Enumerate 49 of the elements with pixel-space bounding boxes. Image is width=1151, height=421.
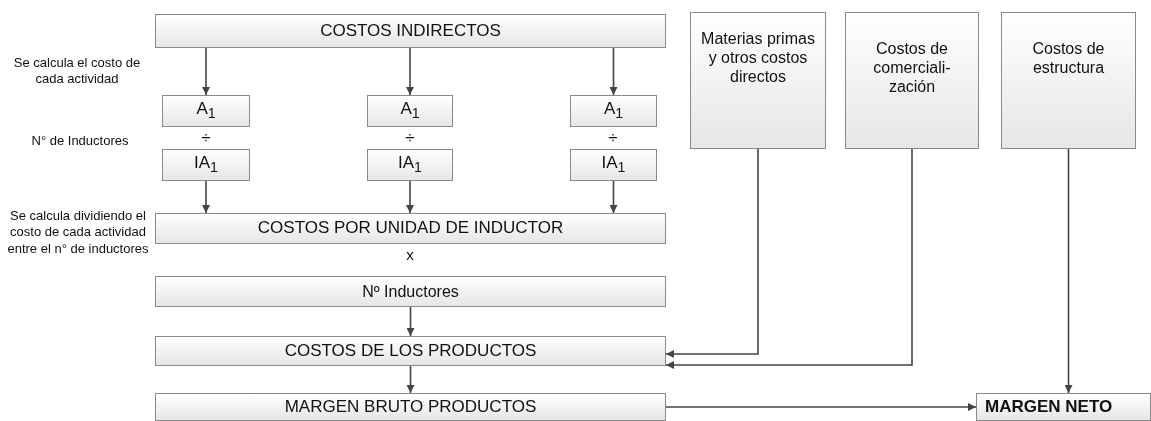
arrow xyxy=(609,47,618,96)
cost-box xyxy=(690,12,826,149)
cost-box xyxy=(1001,12,1136,149)
box-label: MARGEN NETO xyxy=(985,396,1113,418)
annotation-text: N° de Inductores xyxy=(30,133,130,150)
process-box xyxy=(155,14,666,48)
box-label: A$_{1}$ xyxy=(196,99,216,123)
arrow xyxy=(406,180,414,214)
box-label: A$_{1}$ xyxy=(603,99,624,123)
box-label: COSTOS DE LOS PRODUCTOS xyxy=(284,340,537,362)
arrow xyxy=(665,403,977,411)
box-label: A$_{1}$ xyxy=(400,99,420,123)
arrow xyxy=(406,47,414,96)
activity-box xyxy=(570,149,657,181)
arrow xyxy=(609,180,618,214)
process-box xyxy=(155,213,666,244)
arrow xyxy=(202,180,210,214)
box-label: Costos de estructura xyxy=(1031,39,1106,78)
operator-symbol: ÷ xyxy=(200,127,212,149)
box-label: Costos de comerciali- zación xyxy=(872,39,952,97)
box-label: Materias primas y otros costos directos xyxy=(700,29,816,87)
box-label: IA$_{1}$ xyxy=(194,153,218,177)
operator-symbol: x xyxy=(405,246,415,265)
arrow xyxy=(665,148,759,358)
activity-box xyxy=(367,95,453,127)
process-box xyxy=(155,393,666,421)
result-box xyxy=(976,393,1151,421)
box-label: COSTOS INDIRECTOS xyxy=(320,20,501,42)
box-label: Nº Inductores xyxy=(362,281,459,302)
activity-box xyxy=(367,149,453,181)
arrow xyxy=(406,365,415,394)
annotation-text: Se calcula dividiendo el costo de cada actividad entre el n° de inductores xyxy=(6,208,150,257)
arrow xyxy=(1064,148,1073,394)
cost-box xyxy=(845,12,979,149)
operator-symbol: ÷ xyxy=(404,127,416,149)
arrow xyxy=(202,47,210,96)
process-box xyxy=(155,276,666,307)
box-label: IA$_{1}$ xyxy=(601,153,626,177)
activity-box xyxy=(162,95,250,127)
box-label: COSTOS POR UNIDAD DE INDUCTOR xyxy=(257,218,564,239)
arrow xyxy=(406,306,415,337)
activity-box xyxy=(162,149,250,181)
annotation-text: Se calcula el costo de cada actividad xyxy=(12,55,142,88)
box-label: IA$_{1}$ xyxy=(398,153,422,177)
arrow xyxy=(665,148,913,369)
box-label: MARGEN BRUTO PRODUCTOS xyxy=(284,396,537,418)
process-box xyxy=(155,336,666,366)
activity-box xyxy=(570,95,657,127)
operator-symbol: ÷ xyxy=(607,127,619,149)
